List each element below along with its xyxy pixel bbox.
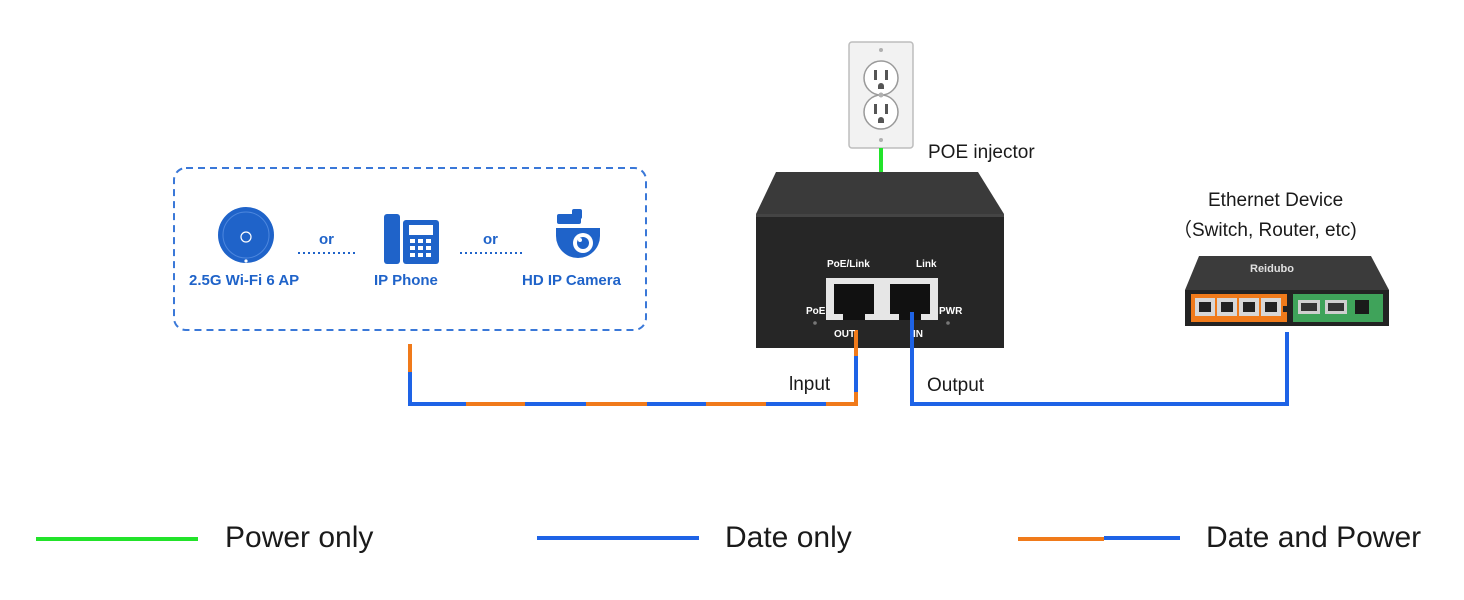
input-label: lnput <box>789 374 831 395</box>
or-label-2: or <box>483 231 498 248</box>
legend-power-only: Power only <box>225 521 374 554</box>
data-only-cable <box>910 312 1289 406</box>
output-label: Output <box>927 375 985 396</box>
port-label-link: Link <box>916 259 937 270</box>
legend-data-only: Date only <box>725 521 852 554</box>
poe-injector-title: POE injector <box>928 142 1035 163</box>
ip-camera-label: HD IP Camera <box>522 272 621 289</box>
port-label-poe-link: PoE/Link <box>827 259 870 270</box>
wifi-ap-label: 2.5G Wi-Fi 6 AP <box>189 272 300 289</box>
switch-brand-logo: Reidubo <box>1250 263 1294 275</box>
poe-injector <box>756 172 1004 348</box>
ip-camera-icon <box>556 209 600 258</box>
ethernet-device-title: Ethernet Device <box>1208 190 1344 211</box>
injector-port-out <box>826 278 882 320</box>
wifi-ap-icon <box>218 207 274 263</box>
pwr-led <box>946 321 950 325</box>
side-label-poe: PoE <box>806 306 826 317</box>
ethernet-switch <box>1185 256 1389 326</box>
ethernet-device-subtitle: （Switch, Router, etc) <box>1173 220 1357 241</box>
data-and-power-cable <box>408 330 858 406</box>
port-label-in: IN <box>913 329 923 340</box>
side-label-pwr: PWR <box>939 306 963 317</box>
wall-outlet <box>848 41 914 149</box>
ip-phone-icon <box>384 214 439 264</box>
port-label-out: OUT <box>834 329 856 340</box>
poe-led <box>813 321 817 325</box>
ip-phone-label: IP Phone <box>374 272 438 289</box>
or-label-1: or <box>319 231 334 248</box>
legend-data-and-power: Date and Power <box>1206 521 1422 554</box>
